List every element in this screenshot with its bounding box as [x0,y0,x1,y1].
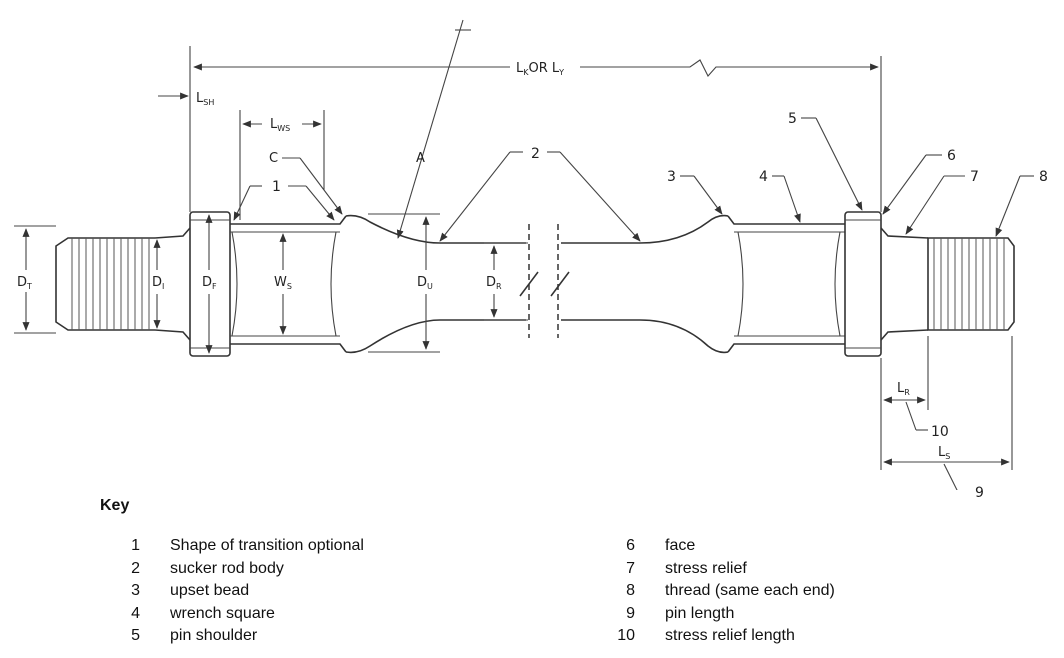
right-stress-relief [880,227,929,341]
callout-3: 3 [667,169,723,215]
callout-8: 8 [995,169,1048,237]
dim-overall-length: LKOR LY [189,46,882,212]
callout-9-label: 9 [975,485,984,501]
dim-upset-diameter: DU [368,213,440,353]
svg-text:DI: DI [152,275,164,291]
dim-pin-length: LS [883,336,1013,490]
svg-text:WS: WS [274,275,292,291]
right-thread [927,237,1015,331]
dim-relief-diameter: DI [152,239,164,329]
dim-shoulder-diameter: DF [202,214,217,354]
dim-shoulder-length: LSH [158,91,214,107]
callout-1: 1 [233,179,335,221]
svg-text:LR: LR [897,381,910,397]
svg-text:1: 1 [272,179,281,195]
svg-text:10: 10 [931,424,949,440]
rod-body-left [345,214,526,354]
sucker-rod-diagram: LKOR LY LSH LWS DT DI DF WS [14,19,1048,490]
callout-7: 7 [905,169,979,235]
left-pin-shoulder [189,211,231,357]
dim-wrench-width: WS [274,233,292,335]
svg-text:LSH: LSH [196,91,214,107]
callout-6: 6 [882,148,956,215]
svg-text:A: A [416,151,425,166]
right-pin-shoulder [844,211,882,357]
key-title: Key [100,497,130,514]
radius-a-leader: A [396,19,471,239]
left-wrench-square [230,215,347,353]
svg-text:DF: DF [202,275,217,291]
svg-text:C: C [269,151,278,166]
svg-text:3: 3 [667,169,676,185]
svg-text:5: 5 [788,111,797,127]
svg-text:2: 2 [531,146,540,162]
dim-thread-diameter: DT [14,225,56,334]
svg-text:DT: DT [17,275,32,291]
svg-text:6: 6 [947,148,956,164]
svg-text:4: 4 [759,169,768,185]
dim-rod-diameter: DR [484,242,528,321]
callout-4: 4 [759,169,801,223]
svg-text:DU: DU [417,275,433,291]
dim-wrench-length: LWS [239,110,325,220]
dim-relief-length: LR 10 [880,336,949,470]
svg-text:DR: DR [486,275,502,291]
chamfer-c-leader: C [269,151,343,215]
rod-body-right [561,214,729,354]
svg-text:LKOR LY: LKOR LY [516,61,564,77]
svg-text:LS: LS [938,445,950,461]
right-wrench-square [727,215,845,353]
svg-text:8: 8 [1039,169,1048,185]
svg-text:LWS: LWS [270,117,290,133]
left-thread [55,237,155,331]
callout-5: 5 [788,111,863,211]
callout-2: 2 [439,146,641,242]
left-stress-relief [154,227,191,341]
svg-text:7: 7 [970,169,979,185]
